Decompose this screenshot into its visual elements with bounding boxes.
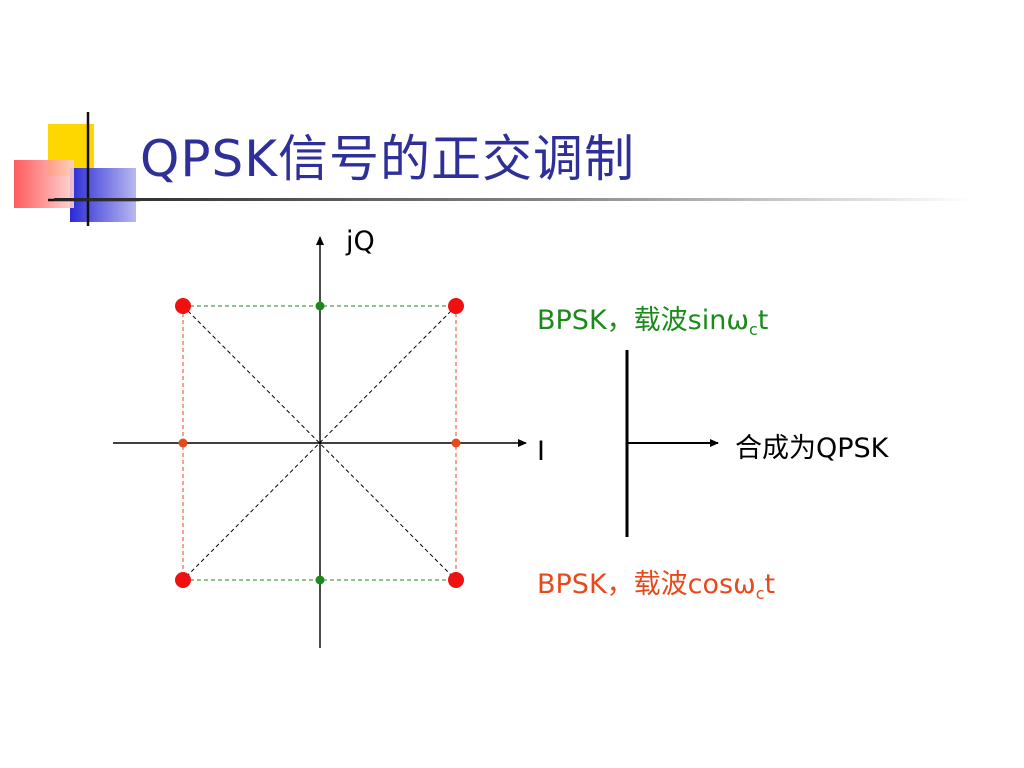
slide-title: QPSK信号的正交调制 bbox=[140, 130, 636, 188]
qpsk-point-top-right bbox=[448, 298, 464, 314]
cos-branch-subscript: c bbox=[755, 584, 765, 603]
dashed-diagonal-2 bbox=[182, 305, 457, 581]
sin-branch-suffix: t bbox=[757, 305, 769, 336]
qpsk-point-bottom-right bbox=[448, 572, 464, 588]
i-axis-label: I bbox=[537, 436, 545, 467]
cos-branch-suffix: t bbox=[764, 569, 776, 600]
cos-branch-prefix: BPSK，载波cosω bbox=[537, 569, 756, 600]
sin-branch-label: BPSK，载波sinωct bbox=[537, 298, 769, 339]
cos-branch-label: BPSK，载波cosωct bbox=[537, 562, 776, 603]
title-underline bbox=[54, 198, 974, 201]
logo-blue-square bbox=[70, 168, 136, 222]
sin-branch-prefix: BPSK，载波sinω bbox=[537, 305, 749, 336]
sin-branch-subscript: c bbox=[748, 320, 758, 339]
qpsk-point-top-left bbox=[175, 298, 191, 314]
qpsk-point-bottom-left bbox=[175, 572, 191, 588]
cos-bpsk-point-right bbox=[451, 438, 461, 448]
dashed-diagonal-1 bbox=[182, 305, 457, 581]
cos-bpsk-point-left bbox=[178, 438, 188, 448]
result-label: 合成为QPSK bbox=[735, 433, 889, 464]
sin-bpsk-point-bottom bbox=[315, 575, 325, 585]
sin-bpsk-point-top bbox=[315, 301, 325, 311]
q-axis-label: jQ bbox=[346, 226, 375, 257]
